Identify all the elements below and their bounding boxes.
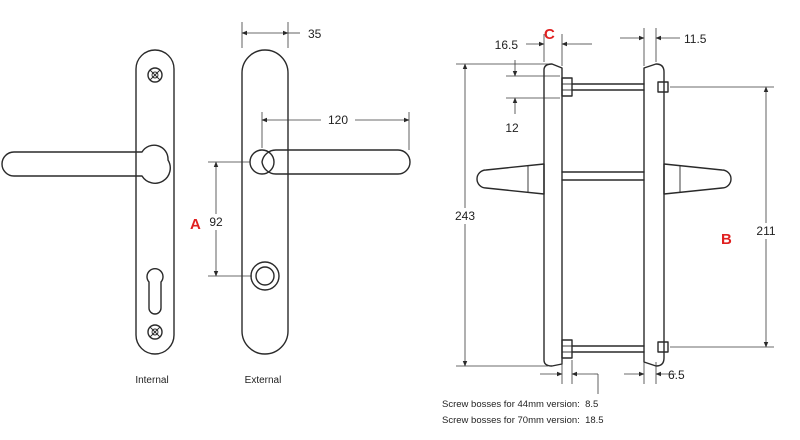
dim-12-label: 12 xyxy=(505,121,519,135)
dim-16-5-label: 16.5 xyxy=(495,38,519,52)
key-a: A xyxy=(190,216,201,233)
dim-92: 92 xyxy=(206,161,252,277)
key-c: C xyxy=(544,26,555,43)
note-44mm: Screw bosses for 44mm version: 8.5 xyxy=(442,399,598,410)
dim-211: 211 xyxy=(670,86,782,348)
dim-16-5: 16.5 xyxy=(495,34,592,66)
internal-label: Internal xyxy=(135,375,168,386)
external-label: External xyxy=(245,375,282,386)
side-lever-left xyxy=(476,163,545,195)
dim-6-5-label: 6.5 xyxy=(668,368,685,382)
screw-boss-icon xyxy=(147,67,163,83)
dim-120: 120 xyxy=(261,110,410,150)
spindle xyxy=(561,171,645,181)
dim-211-label: 211 xyxy=(756,224,775,238)
dim-12: 12 xyxy=(505,60,560,135)
dim-120-label: 120 xyxy=(328,113,348,127)
key-b: B xyxy=(721,231,732,248)
dim-boss xyxy=(540,360,599,394)
dim-35: 35 xyxy=(241,22,322,48)
side-plate-right xyxy=(643,63,665,367)
internal-lever xyxy=(1,144,171,184)
side-lever-right xyxy=(663,163,732,195)
internal-view: Internal xyxy=(1,49,175,386)
dim-243-label: 243 xyxy=(455,209,475,223)
side-view: 243 211 16.5 11.5 xyxy=(450,28,782,394)
dim-92-label: 92 xyxy=(209,215,223,229)
note-70mm: Screw bosses for 70mm version: 18.5 xyxy=(442,415,604,426)
dim-11-5: 11.5 xyxy=(620,28,707,66)
external-lever xyxy=(261,149,411,175)
side-plate-left xyxy=(543,63,563,367)
external-view: External 35 120 92 xyxy=(206,22,411,386)
cylinder-rose-icon xyxy=(250,261,280,291)
keyhole-icon xyxy=(146,268,164,315)
dim-6-5: 6.5 xyxy=(624,362,685,384)
top-bolt xyxy=(561,77,669,97)
dim-11-5-label: 11.5 xyxy=(684,32,707,46)
internal-backplate xyxy=(135,49,175,355)
dim-35-label: 35 xyxy=(308,27,322,41)
bottom-bolt xyxy=(561,339,669,359)
dim-243: 243 xyxy=(450,63,548,367)
screw-boss-icon xyxy=(147,324,163,340)
external-backplate xyxy=(241,49,289,355)
